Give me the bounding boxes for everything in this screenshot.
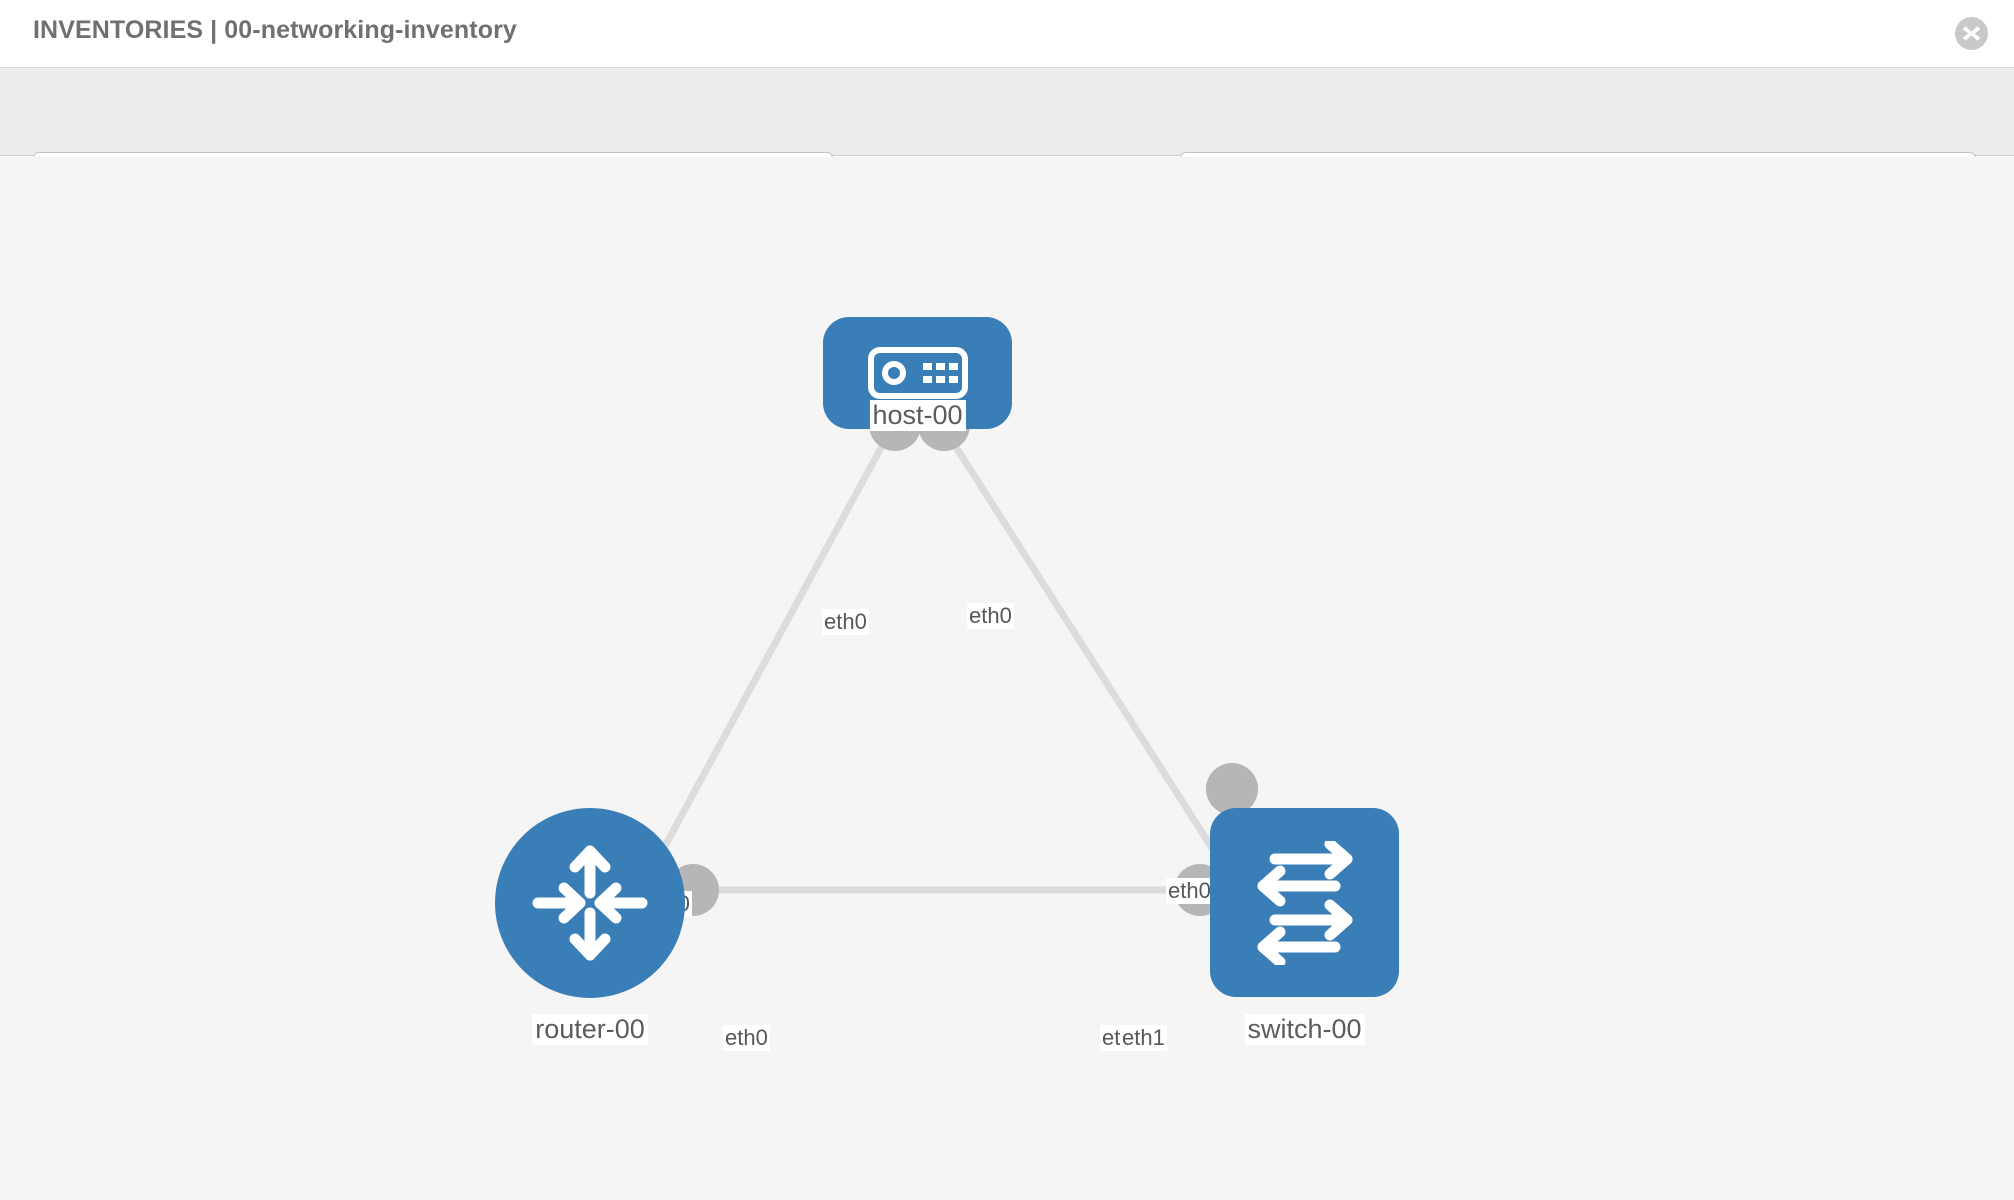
topology-links-layer [622, 399, 1258, 916]
close-icon[interactable] [1955, 17, 1988, 50]
node-router-00[interactable]: router-00 [495, 808, 685, 1046]
switch-arrows-icon [1257, 840, 1352, 965]
router-arrows-icon [532, 845, 648, 961]
node-switch-00[interactable]: switch-00 [1210, 808, 1399, 1046]
topology-canvas[interactable]: eth0 eth0 eth0 eth0 eth0 eth1 eth1 host [0, 157, 2014, 1200]
link-host-switch [937, 420, 1243, 894]
toolbar: ACTIONS SEARCH [0, 68, 2014, 207]
node-host-00[interactable]: host-00 [823, 317, 1012, 432]
node-host-label: host-00 [869, 400, 966, 432]
iface-label-switch-up: eth0 [1166, 878, 1213, 905]
port-switch-up [1206, 763, 1258, 815]
link-host-router [636, 420, 899, 894]
node-router-shape [495, 808, 685, 998]
iface-label-host-left: eth0 [822, 609, 869, 636]
server-icon [867, 347, 968, 399]
node-router-label: router-00 [532, 1014, 648, 1046]
window-header: INVENTORIES | 00-networking-inventory [0, 0, 2014, 68]
iface-label-router-right: eth0 [723, 1025, 770, 1052]
iface-label-host-right: eth0 [967, 603, 1014, 630]
node-switch-label: switch-00 [1244, 1014, 1365, 1046]
page-title: INVENTORIES | 00-networking-inventory [33, 16, 517, 44]
node-switch-shape [1210, 808, 1399, 997]
iface-label-switch-left: eth1 [1120, 1025, 1167, 1052]
